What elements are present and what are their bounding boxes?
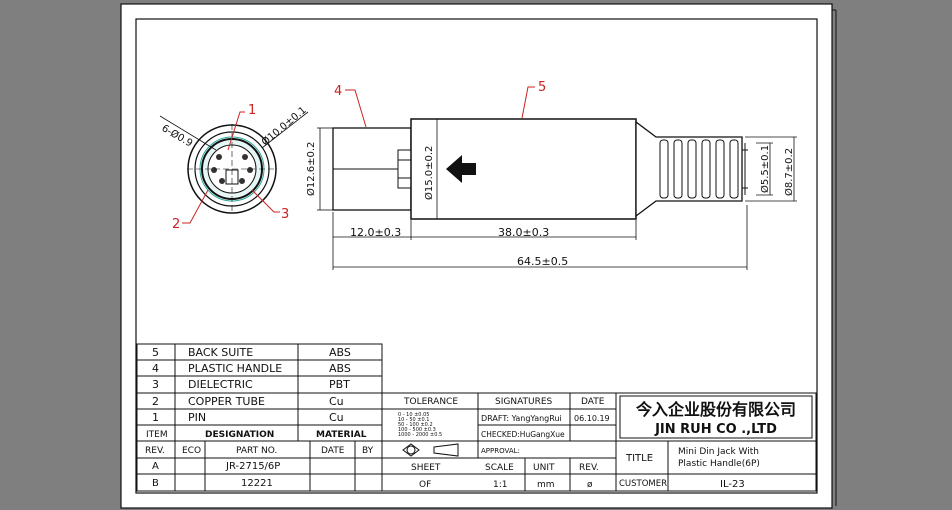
bom-designation: DIELECTRIC bbox=[188, 378, 253, 391]
bom-material: ABS bbox=[329, 346, 351, 359]
strain-relief-rib bbox=[659, 139, 669, 199]
rev-value: ø bbox=[587, 480, 593, 490]
date-label: DATE bbox=[581, 397, 605, 407]
rev-header-date: DATE bbox=[321, 446, 345, 456]
strain-relief-rib bbox=[729, 139, 739, 199]
rev-row-part: JR-2715/6P bbox=[225, 461, 280, 472]
bom-rows: 5 BACK SUITE ABS 4 PLASTIC HANDLE ABS 3 … bbox=[152, 346, 351, 424]
tolerance-line: 1000 - 2000 ±0.5 bbox=[398, 432, 442, 438]
sheet-value: OF bbox=[419, 480, 431, 490]
callout-1: 1 bbox=[248, 103, 256, 118]
bom-item: 4 bbox=[152, 362, 159, 375]
company-name-chinese: 今入企业股份有限公司 bbox=[635, 400, 796, 419]
callout-2: 2 bbox=[172, 217, 180, 232]
side-dimension-lines bbox=[317, 119, 797, 270]
front-length-dimension: 12.0±0.3 bbox=[350, 226, 401, 239]
tolerance-table: 0 - 10 ±0.05 10 - 50 ±0.1 50 - 100 ±0.2 … bbox=[398, 412, 442, 438]
bom-designation: COPPER TUBE bbox=[188, 395, 265, 408]
strain-relief-rib bbox=[673, 139, 683, 199]
bom-item: 2 bbox=[152, 395, 159, 408]
handle-length-dimension: 38.0±0.3 bbox=[498, 226, 549, 239]
bom-material: ABS bbox=[329, 362, 351, 375]
bom-designation: BACK SUITE bbox=[188, 346, 253, 359]
rev-header-rev: REV. bbox=[145, 446, 165, 456]
bom-header-item: ITEM bbox=[146, 430, 168, 440]
tolerance-line: 100 - 500 ±0.3 bbox=[398, 427, 436, 433]
bom-material: PBT bbox=[329, 378, 350, 391]
rev-row-letter: A bbox=[152, 461, 159, 472]
rev-row-part: 12221 bbox=[241, 478, 273, 489]
bom-material: Cu bbox=[329, 395, 344, 408]
tolerance-title: TOLERANCE bbox=[403, 397, 458, 407]
paper bbox=[120, 3, 833, 509]
scale-label: SCALE bbox=[485, 463, 514, 473]
bom-item: 1 bbox=[152, 411, 159, 424]
approval-label: APPROVAL: bbox=[481, 447, 520, 455]
front-callout-leaders bbox=[182, 111, 280, 224]
checked-signature: CHECKED:HuGangXue bbox=[481, 430, 565, 439]
rev-header-by: BY bbox=[362, 446, 374, 456]
title-line-2: Plastic Handle(6P) bbox=[678, 459, 760, 469]
body-diameter-dimension: Ø12.6±0.2 bbox=[305, 142, 317, 196]
company-name-english: JIN RUH CO .,LTD bbox=[654, 422, 777, 437]
scale-value: 1:1 bbox=[493, 480, 507, 490]
tolerance-line: 0 - 10 ±0.05 bbox=[398, 412, 429, 418]
bom-item: 5 bbox=[152, 346, 159, 359]
strain-relief-rib bbox=[701, 139, 711, 199]
bom-header-designation: DESIGNATION bbox=[205, 430, 274, 440]
bom-table-grid bbox=[136, 343, 383, 492]
callout-4: 4 bbox=[334, 84, 342, 99]
cable-outer-dimension: Ø8.7±0.2 bbox=[783, 148, 795, 196]
title-block-grid bbox=[615, 392, 817, 492]
sheet-label: SHEET bbox=[411, 463, 441, 473]
inner-frame bbox=[135, 18, 818, 494]
bom-designation: PLASTIC HANDLE bbox=[188, 362, 282, 375]
callout-5: 5 bbox=[538, 80, 546, 95]
total-length-dimension: 64.5±0.5 bbox=[517, 255, 568, 268]
bom-material: Cu bbox=[329, 411, 344, 424]
title-line-1: Mini Din Jack With bbox=[678, 447, 759, 457]
bom-item: 3 bbox=[152, 378, 159, 391]
draft-date: 06.10.19 bbox=[574, 414, 610, 423]
strain-relief-ribs bbox=[659, 139, 739, 199]
direction-arrow-icon bbox=[446, 155, 476, 183]
bom-header-material: MATERIAL bbox=[316, 430, 367, 440]
side-callout-leaders bbox=[345, 86, 535, 128]
handle-diameter-dimension: Ø15.0±0.2 bbox=[423, 146, 435, 200]
unit-label: UNIT bbox=[533, 463, 555, 473]
callout-3: 3 bbox=[281, 207, 289, 222]
tolerance-line: 10 - 50 ±0.1 bbox=[398, 417, 429, 423]
unit-value: mm bbox=[537, 480, 555, 490]
title-label: TITLE bbox=[625, 453, 653, 464]
rev-header-part: PART NO. bbox=[236, 446, 277, 456]
front-view bbox=[159, 111, 309, 214]
strain-relief-rib bbox=[715, 139, 725, 199]
cable-inner-dimension: Ø5.5±0.1 bbox=[759, 145, 771, 193]
tolerance-line: 50 - 100 ±0.2 bbox=[398, 422, 433, 428]
signatures-title: SIGNATURES bbox=[495, 397, 553, 407]
rev-label: REV. bbox=[579, 463, 599, 473]
rev-header-eco: ECO bbox=[182, 446, 201, 456]
rev-row-letter: B bbox=[152, 478, 159, 489]
bom-designation: PIN bbox=[188, 411, 206, 424]
customer-value: IL-23 bbox=[720, 479, 745, 490]
customer-label: CUSTOMER bbox=[619, 479, 667, 489]
draft-signature: DRAFT: YangYangRui bbox=[481, 414, 562, 423]
strain-relief-rib bbox=[687, 139, 697, 199]
